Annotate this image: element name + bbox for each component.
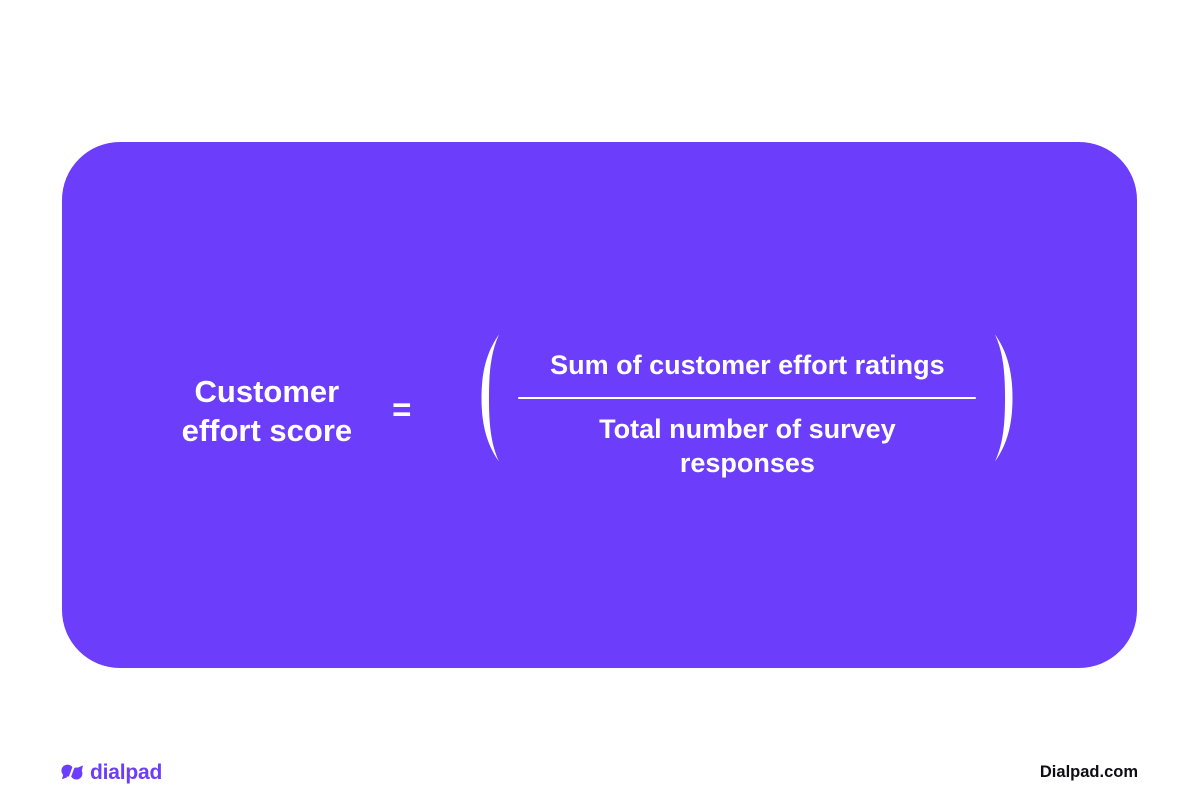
fraction-denominator: Total number of survey responses — [599, 414, 896, 478]
dialpad-logo: dialpad — [61, 762, 162, 783]
formula-label: Customer effort score — [182, 372, 353, 450]
dialpad-wordmark: dialpad — [90, 761, 163, 784]
fraction-numerator: Sum of customer effort ratings — [550, 350, 945, 380]
close-paren-icon — [990, 333, 1017, 463]
open-paren-icon — [477, 333, 504, 463]
formula-label-line2: effort score — [181, 413, 353, 448]
formula-label-line1: Customer — [194, 374, 340, 409]
site-url-text: Dialpad.com — [1039, 763, 1138, 781]
dialpad-logo-icon — [61, 763, 84, 782]
formula-card: Customer effort score = Sum of customer … — [62, 142, 1137, 668]
fraction: Sum of customer effort ratings Total num… — [512, 350, 982, 480]
fraction-line — [518, 397, 977, 399]
formula-row: Customer effort score = Sum of customer … — [182, 333, 1018, 478]
equals-sign: = — [392, 390, 412, 428]
